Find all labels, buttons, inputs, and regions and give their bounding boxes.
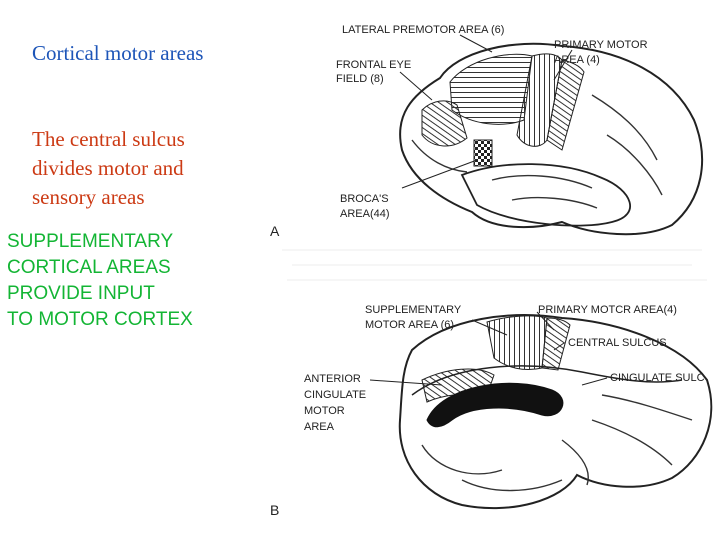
medial-sulcus-lines	[421, 394, 693, 492]
figure-b-leaders	[369, 311, 608, 386]
label-frontal-eye-2: FIELD (8)	[336, 73, 384, 85]
label-primary-motor-b: PRIMARY MOTCR AREA(4)	[538, 304, 677, 316]
label-primary-motor-2: AREA (4)	[554, 54, 600, 66]
label-broca-2: AREA(44)	[340, 208, 390, 220]
medial-brain-view	[398, 314, 713, 510]
frontal-eye-field-region	[421, 100, 468, 147]
panel-label-b: B	[270, 502, 279, 518]
slide-subtitle: The central sulcus divides motor and sen…	[32, 127, 185, 209]
label-supplementary-2: MOTOR AREA (6)	[365, 319, 454, 331]
label-supplementary-1: SUPPLEMENTARY	[365, 304, 462, 316]
sulcus-lines	[411, 94, 663, 209]
label-anterior-1: ANTERIOR	[304, 373, 361, 385]
temporal-lobe-fold	[460, 163, 631, 227]
panel-label-a: A	[270, 223, 280, 239]
label-primary-motor-1: PRIMARY MOTOR	[554, 39, 648, 51]
slide-title: Cortical motor areas	[32, 41, 204, 65]
label-lateral-premotor: LATERAL PREMOTOR AREA (6)	[342, 24, 504, 36]
broca-area-region	[473, 139, 493, 167]
label-anterior-2: CINGULATE	[304, 389, 366, 401]
label-anterior-4: AREA	[304, 421, 335, 433]
lateral-brain-view	[399, 42, 704, 236]
brain-figure: LATERAL PREMOTOR AREA (6) FRONTAL EYE FI…	[270, 24, 713, 518]
somatosensory-stripe	[546, 59, 585, 151]
cingulate-sulcus-line	[411, 365, 683, 396]
label-broca-1: BROCA'S	[340, 193, 389, 205]
label-cingulate-sulcus: CINGULATE SULC	[610, 372, 705, 384]
label-anterior-3: MOTOR	[304, 405, 345, 417]
background-texture	[282, 249, 707, 281]
label-frontal-eye-1: FRONTAL EYE	[336, 59, 411, 71]
primary-motor-medial-region	[541, 317, 571, 371]
supplementary-highlight: SUPPLEMENTARY CORTICAL AREAS PROVIDE INP…	[7, 231, 193, 330]
corpus-callosum	[426, 382, 564, 428]
figure-a-leaders	[399, 34, 573, 189]
label-central-sulcus: CENTRAL SULCUS	[568, 337, 667, 349]
